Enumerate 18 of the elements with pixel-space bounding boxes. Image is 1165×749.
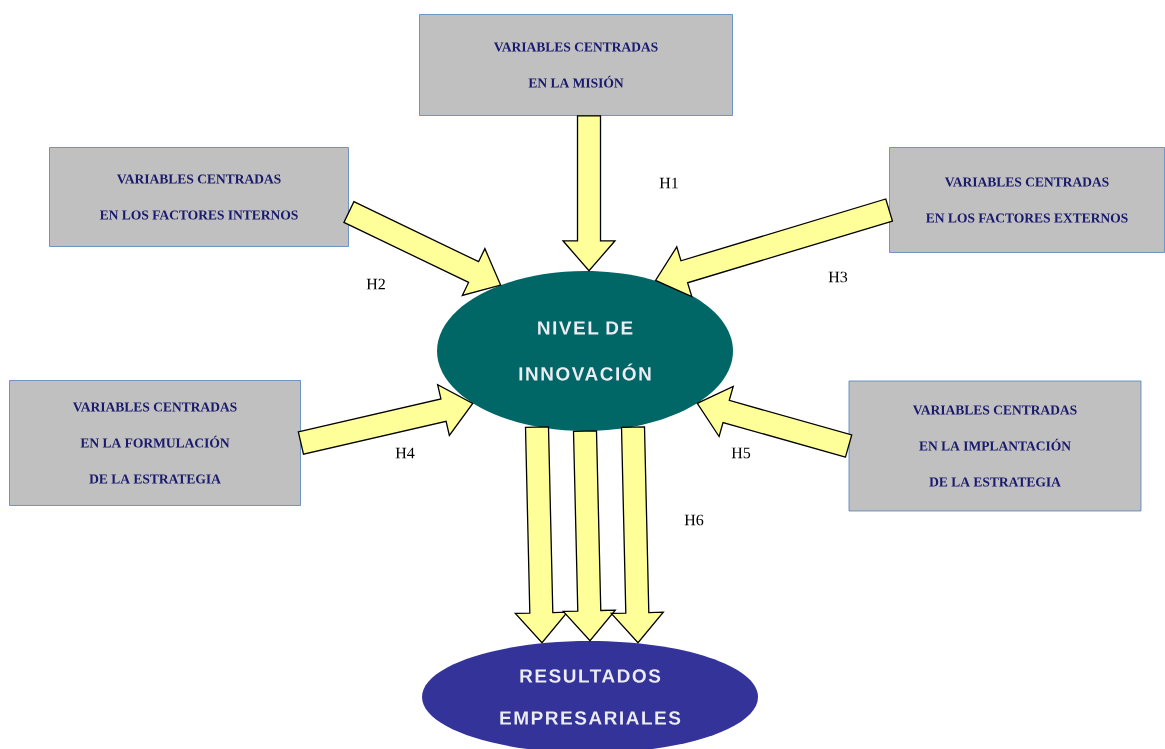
process-box: VARIABLES CENTRADAS EN LA IMPLANTACIÓN DE LA ESTRATEGIA: [848, 380, 1142, 512]
edge-label: H6: [683, 513, 705, 527]
edge-label: H4: [394, 446, 416, 460]
process-box: VARIABLES CENTRADAS EN LA MISIÓN: [419, 14, 733, 116]
block-arrow: [609, 426, 665, 644]
process-box: VARIABLES CENTRADAS EN LA FORMULACIÓN DE LA ESTRATEGIA: [9, 380, 301, 506]
process-box: VARIABLES CENTRADAS EN LOS FACTORES INTERNOS: [49, 147, 349, 247]
ellipse-node: NIVEL DE INNOVACIÓN: [437, 271, 733, 431]
block-arrow: [696, 385, 853, 458]
edge-label: H1: [658, 176, 680, 190]
block-arrow: [561, 115, 617, 272]
edge-label: H3: [827, 270, 849, 284]
edge-label: H2: [365, 277, 387, 291]
block-arrow: [654, 198, 894, 298]
edge-label: H5: [730, 446, 752, 460]
block-arrow: [561, 430, 617, 642]
process-box: VARIABLES CENTRADAS EN LOS FACTORES EXTERNOS: [889, 147, 1165, 253]
block-arrow: [297, 383, 474, 455]
